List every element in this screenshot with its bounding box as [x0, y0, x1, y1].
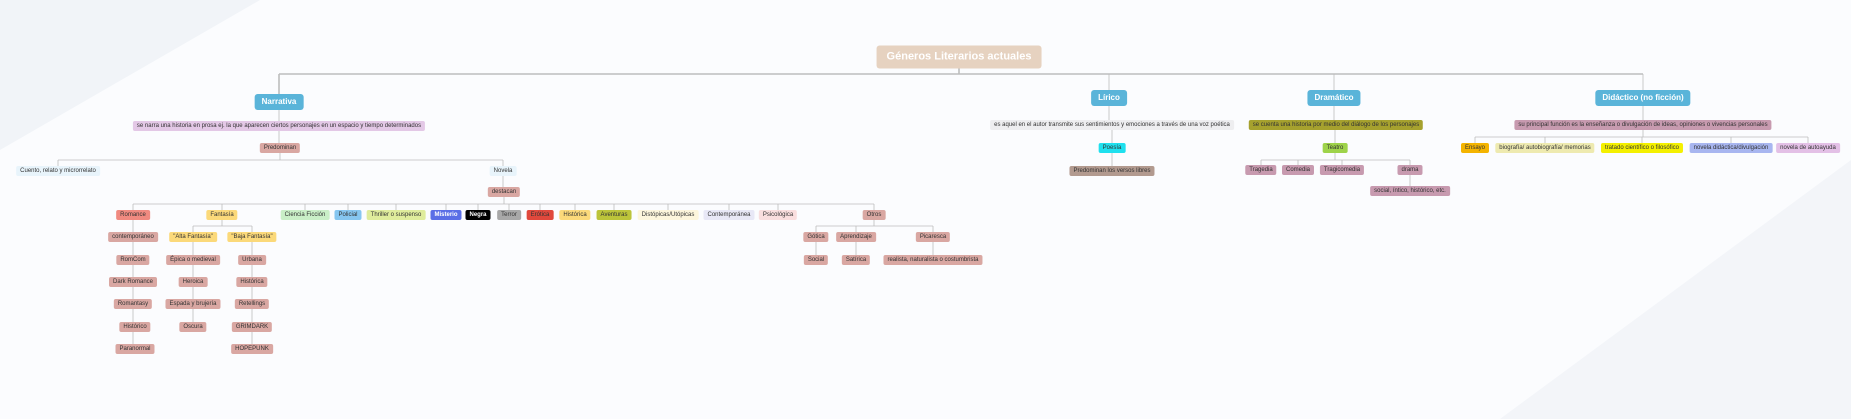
alta-sub-oscura[interactable]: Oscura — [179, 322, 207, 332]
narrativa-predominan[interactable]: Predominan — [259, 143, 301, 153]
genre-historica[interactable]: Histórica — [559, 210, 591, 220]
narrativa-description[interactable]: se narra una historia en prosa ej. la qu… — [132, 121, 426, 131]
romance-sub-dark-romance[interactable]: Dark Romance — [108, 277, 158, 287]
teatro-node[interactable]: Teatro — [1322, 143, 1348, 153]
baja-sub-hopepunk[interactable]: HOPEPUNK — [231, 344, 273, 354]
destacan-node[interactable]: destacan — [487, 187, 521, 197]
genre-aventuras[interactable]: Aventuras — [596, 210, 632, 220]
genre-fantasia[interactable]: Fantasía — [206, 210, 238, 220]
narrativa-node[interactable]: Narrativa — [254, 94, 304, 110]
baja-fantasia-node[interactable]: "Baja Fantasía" — [227, 232, 277, 242]
otros-sub-gotica[interactable]: Gótica — [803, 232, 829, 242]
tipo-biografia[interactable]: biografía/ autobiografía/ memorias — [1495, 143, 1595, 153]
genre-policial[interactable]: Policial — [334, 210, 362, 220]
dramatico-description[interactable]: se cuenta una historia por medio del diá… — [1248, 120, 1424, 130]
genre-negra[interactable]: Negra — [465, 210, 491, 220]
genre-thriller[interactable]: Thriller o suspenso — [366, 210, 426, 220]
genre-psicologica[interactable]: Psicológica — [758, 210, 798, 220]
didactico-node[interactable]: Didáctico (no ficción) — [1595, 90, 1691, 106]
alta-sub-epica[interactable]: Épica o medieval — [166, 255, 220, 265]
lirico-predominan[interactable]: Predominan los versos libres — [1069, 166, 1155, 176]
genre-terror[interactable]: Terror — [497, 210, 521, 220]
tipo-drama[interactable]: drama — [1397, 165, 1423, 175]
tipo-tragicomedia[interactable]: Tragicomedia — [1319, 165, 1365, 175]
alta-fantasia-node[interactable]: "Alta Fantasía" — [169, 232, 217, 242]
baja-sub-retellings[interactable]: Retellings — [234, 299, 270, 309]
romance-sub-contemporaneo[interactable]: contemporáneo — [108, 232, 158, 242]
alta-sub-espada[interactable]: Espada y brujería — [165, 299, 221, 309]
drama-sub[interactable]: social, íntico, histórico, etc. — [1370, 186, 1450, 196]
lirico-node[interactable]: Lírico — [1091, 90, 1127, 106]
lirico-description[interactable]: es aquel en el autor transmite sus senti… — [990, 120, 1234, 130]
otros-sub-social[interactable]: Social — [803, 255, 829, 265]
genre-ciencia-ficcion[interactable]: Ciencia Ficción — [280, 210, 330, 220]
didactico-description[interactable]: su principal función es la enseñanza o d… — [1514, 120, 1772, 130]
romance-sub-historico[interactable]: Histórico — [119, 322, 151, 332]
poesia-node[interactable]: Poesía — [1098, 143, 1126, 153]
baja-sub-historica[interactable]: Histórica — [236, 277, 268, 287]
otros-sub-realista[interactable]: realista, naturalista o costumbrista — [883, 255, 983, 265]
genre-distopicas[interactable]: Distópicas/Utópicas — [637, 210, 699, 220]
tipo-tragedia[interactable]: Tragedia — [1245, 165, 1277, 175]
otros-sub-satirica[interactable]: Satírica — [841, 255, 871, 265]
genre-erotica[interactable]: Erótica — [526, 210, 554, 220]
tipo-ensayo[interactable]: Ensayo — [1460, 143, 1490, 153]
tipo-novela-didactica[interactable]: novela didáctica/divulgación — [1689, 143, 1773, 153]
dramatico-node[interactable]: Dramático — [1307, 90, 1361, 106]
alta-sub-heroica[interactable]: Heroica — [178, 277, 208, 287]
genre-romance[interactable]: Romance — [116, 210, 150, 220]
tipo-autoayuda[interactable]: novela de autoayuda — [1776, 143, 1840, 153]
baja-sub-urbana[interactable]: Urbana — [238, 255, 266, 265]
romance-sub-romantasy[interactable]: Romantasy — [113, 299, 153, 309]
otros-sub-picaresca[interactable]: Picaresca — [915, 232, 951, 242]
genre-misterio[interactable]: Misterio — [430, 210, 462, 220]
cuento-node[interactable]: Cuento, relato y microrrelato — [16, 166, 100, 176]
otros-sub-aprendizaje[interactable]: Aprendizaje — [836, 232, 876, 242]
tipo-tratado[interactable]: tratado científico o filosófico — [1600, 143, 1684, 153]
novela-node[interactable]: Novela — [489, 166, 517, 176]
tipo-comedia[interactable]: Comedia — [1281, 165, 1315, 175]
root-node[interactable]: Géneros Literarios actuales — [876, 45, 1042, 69]
romance-sub-romcom[interactable]: RomCom — [116, 255, 150, 265]
baja-sub-grimdark[interactable]: GRIMDARK — [231, 322, 273, 332]
romance-sub-paranormal[interactable]: Paranormal — [115, 344, 155, 354]
genre-contemporanea[interactable]: Contemporánea — [703, 210, 755, 220]
genre-otros[interactable]: Otros — [862, 210, 886, 220]
